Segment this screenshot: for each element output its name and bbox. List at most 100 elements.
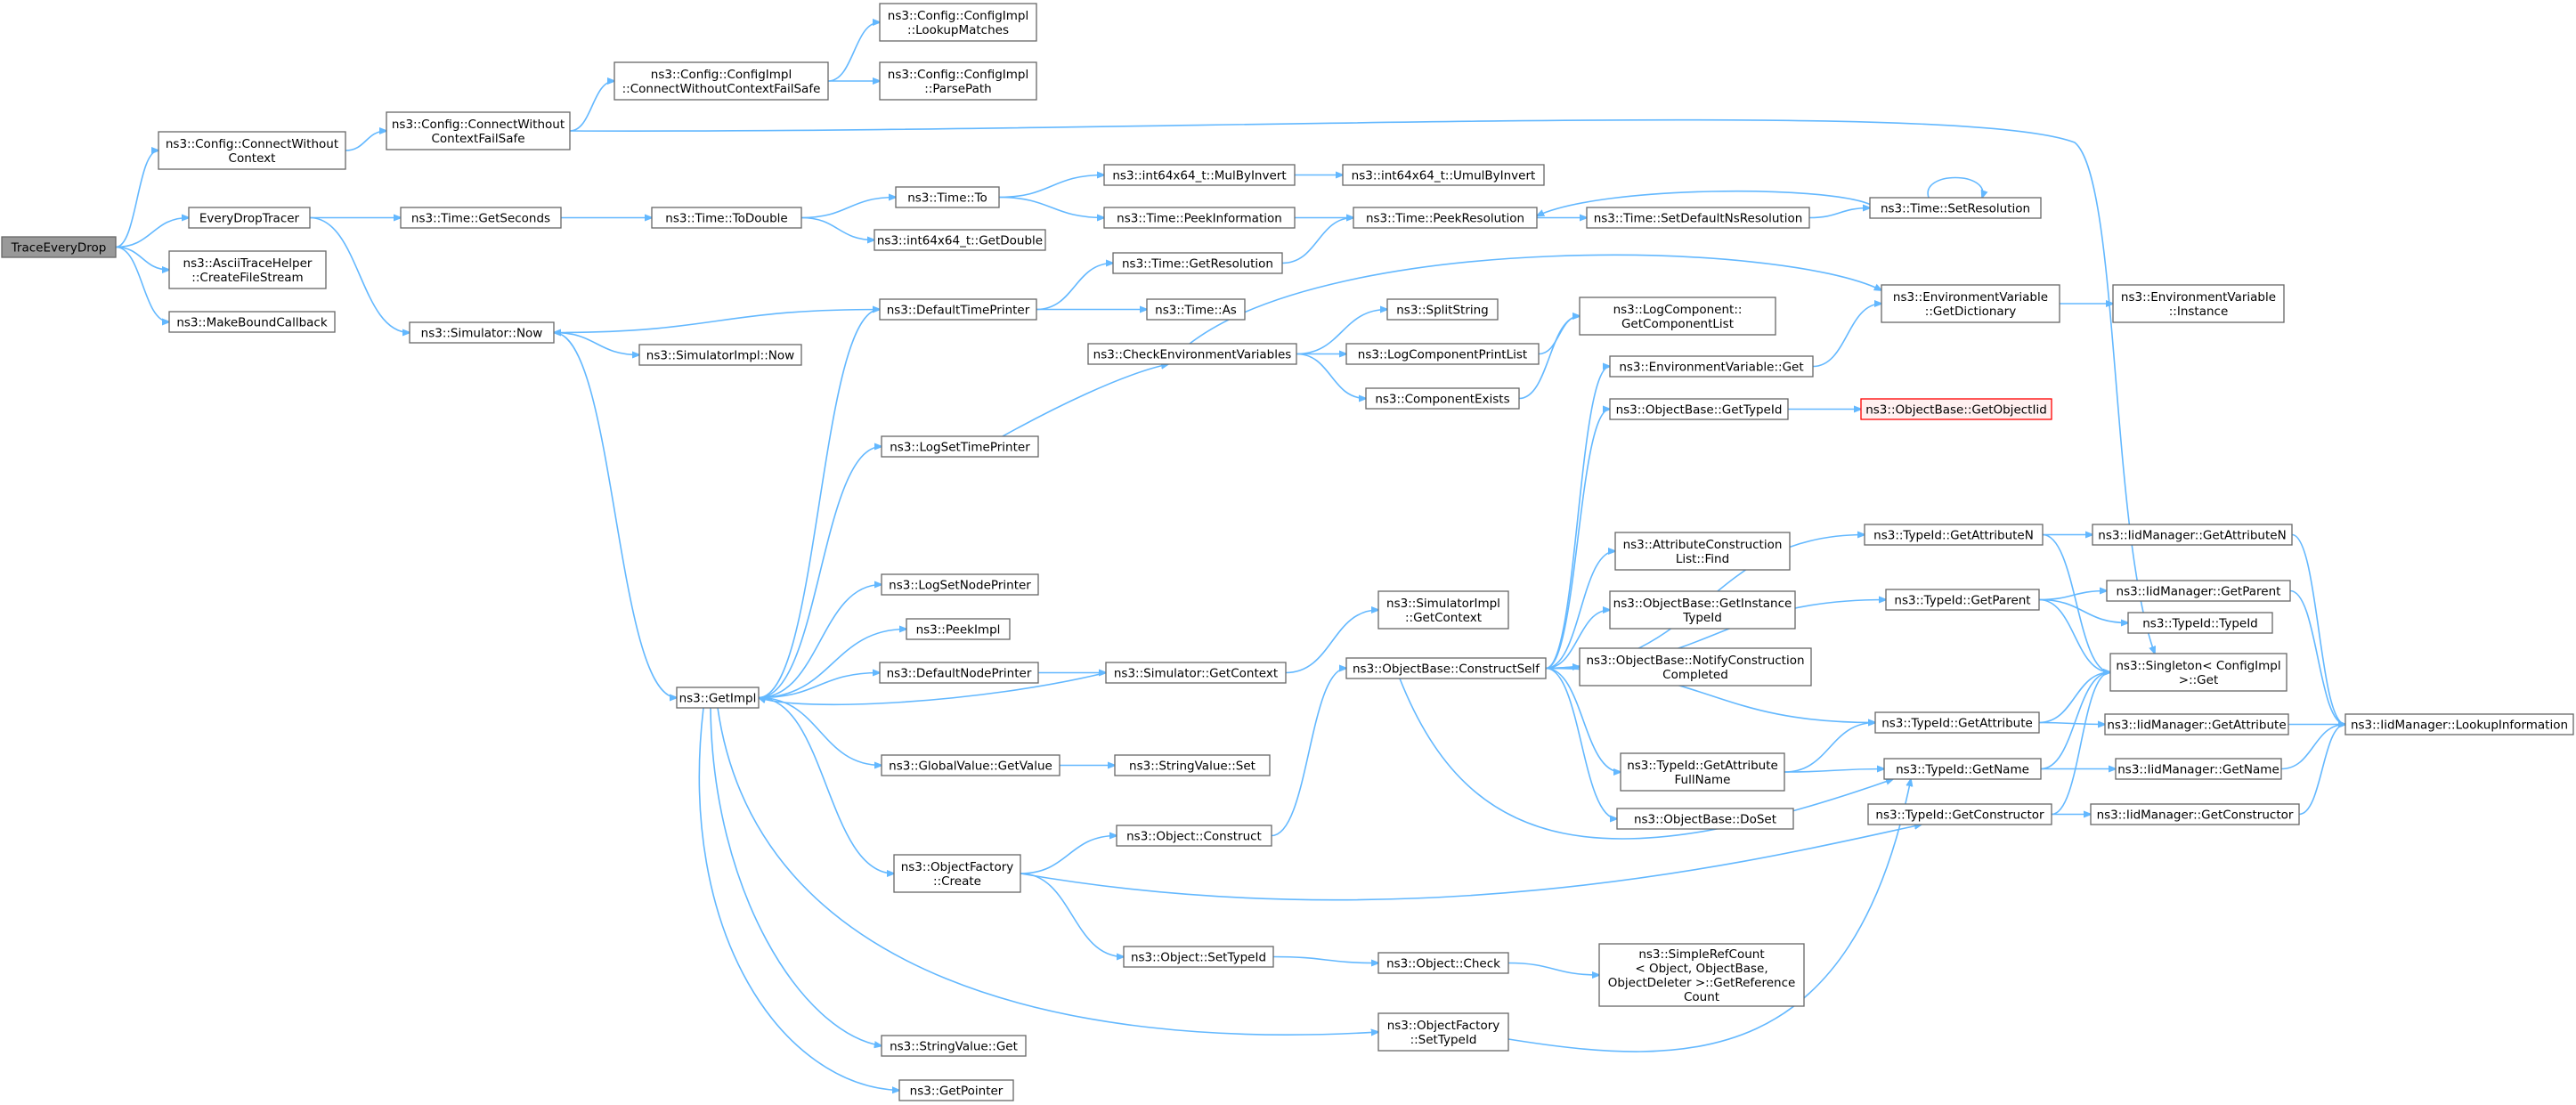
node-IidGetConstructor[interactable]: ns3::IidManager::GetConstructor [2090,803,2300,825]
node-box[interactable] [1116,825,1272,847]
node-EnvInstance[interactable]: ns3::EnvironmentVariable::Instance [2112,284,2285,323]
node-IidGetName[interactable]: ns3::IidManager::GetName [2115,758,2282,780]
node-ObjectFactorySetTypeId[interactable]: ns3::ObjectFactory::SetTypeId [1377,1012,1509,1052]
node-EveryDropTracer[interactable]: EveryDropTracer [188,207,311,229]
node-ParsePath[interactable]: ns3::Config::ConfigImpl::ParsePath [879,61,1037,101]
node-box[interactable] [1345,657,1547,679]
node-box[interactable] [1609,398,1789,420]
node-DefaultTimePrinter[interactable]: ns3::DefaultTimePrinter [879,298,1037,321]
node-box[interactable] [2115,758,2282,780]
node-box[interactable] [188,207,311,229]
node-SimulatorImplGetContext[interactable]: ns3::SimulatorImpl::GetContext [1377,590,1509,630]
node-box[interactable] [1377,590,1509,630]
node-box[interactable] [2090,803,2300,825]
node-TraceEveryDrop[interactable]: TraceEveryDrop [1,236,117,258]
node-ConnectWithoutContextFailSafe[interactable]: ns3::Config::ConnectWithoutContextFailSa… [386,111,571,150]
node-box[interactable] [1386,298,1499,321]
node-ToDouble[interactable]: ns3::Time::ToDouble [651,207,802,229]
node-box[interactable] [2112,284,2285,323]
node-box[interactable] [1105,662,1287,684]
node-ObjectCheck[interactable]: ns3::Object::Check [1377,952,1509,974]
node-StringValueGet[interactable]: ns3::StringValue::Get [881,1035,1027,1057]
node-LookupInformation[interactable]: ns3::IidManager::LookupInformation [2344,713,2574,735]
node-box[interactable] [879,61,1037,101]
node-box[interactable] [1586,207,1810,229]
node-StringValueSet[interactable]: ns3::StringValue::Set [1114,754,1271,776]
node-box[interactable] [1864,524,2044,546]
node-box[interactable] [879,662,1039,684]
node-SimulatorNow[interactable]: ns3::Simulator::Now [409,321,555,344]
node-box[interactable] [1103,164,1296,186]
node-GetObjectIid[interactable]: ns3::ObjectBase::GetObjectIid [1860,398,2052,420]
node-box[interactable] [1146,298,1246,321]
node-box[interactable] [2344,713,2574,735]
node-TypeIdTypeId[interactable]: ns3::TypeId::TypeId [2127,612,2273,634]
node-box[interactable] [158,131,346,170]
node-GetAttribute[interactable]: ns3::TypeId::GetAttribute [1874,711,2040,734]
node-box[interactable] [1579,647,1812,687]
node-box[interactable] [1103,207,1296,229]
node-IidGetAttributeN[interactable]: ns3::IidManager::GetAttributeN [2092,524,2293,546]
node-box[interactable] [400,207,562,229]
node-box[interactable] [1620,752,1785,792]
node-CreateFileStream[interactable]: ns3::AsciiTraceHelper::CreateFileStream [168,250,327,289]
node-LookupMatches[interactable]: ns3::Config::ConfigImpl::LookupMatches [879,3,1037,42]
node-IidGetParent[interactable]: ns3::IidManager::GetParent [2106,580,2291,602]
node-GlobalValueGetValue[interactable]: ns3::GlobalValue::GetValue [881,754,1060,776]
node-GetReferenceCount[interactable]: ns3::SimpleRefCount< Object, ObjectBase,… [1598,943,1805,1007]
node-box[interactable] [614,61,829,101]
node-GetComponentList[interactable]: ns3::LogComponent::GetComponentList [1579,297,1776,336]
node-NotifyConstructionCompleted[interactable]: ns3::ObjectBase::NotifyConstructionCompl… [1579,647,1812,687]
node-box[interactable] [1616,808,1794,830]
node-box[interactable] [1860,398,2052,420]
node-GetPointer[interactable]: ns3::GetPointer [898,1079,1014,1101]
node-box[interactable] [881,1035,1027,1057]
node-box[interactable] [1114,754,1271,776]
node-MakeBoundCallback[interactable]: ns3::MakeBoundCallback [168,311,336,333]
node-LogSetTimePrinter[interactable]: ns3::LogSetTimePrinter [881,435,1039,458]
node-box[interactable] [1579,297,1776,336]
node-box[interactable] [881,754,1060,776]
node-LogSetNodePrinter[interactable]: ns3::LogSetNodePrinter [881,573,1039,596]
node-box[interactable] [1123,946,1274,968]
node-GetName[interactable]: ns3::TypeId::GetName [1883,758,2042,780]
node-SplitString[interactable]: ns3::SplitString [1386,298,1499,321]
node-SimulatorImplNow[interactable]: ns3::SimulatorImpl::Now [638,344,802,366]
node-DoSet[interactable]: ns3::ObjectBase::DoSet [1616,808,1794,830]
node-box[interactable] [895,186,1000,208]
node-box[interactable] [874,229,1046,251]
node-ObjectFactoryCreate[interactable]: ns3::ObjectFactory::Create [893,854,1021,893]
node-box[interactable] [2109,653,2288,692]
node-GetSeconds[interactable]: ns3::Time::GetSeconds [400,207,562,229]
node-box[interactable] [676,687,760,709]
node-GetAttributeN[interactable]: ns3::TypeId::GetAttributeN [1864,524,2044,546]
node-box[interactable] [409,321,555,344]
node-box[interactable] [1609,590,1796,630]
node-box[interactable] [1377,952,1509,974]
node-EnvGetDictionary[interactable]: ns3::EnvironmentVariable::GetDictionary [1881,284,2060,323]
node-ImplConnectWithoutContextFailSafe[interactable]: ns3::Config::ConfigImpl::ConnectWithoutC… [614,61,829,101]
node-box[interactable] [1087,343,1297,365]
node-box[interactable] [168,250,327,289]
node-box[interactable] [168,311,336,333]
node-box[interactable] [1609,355,1814,378]
node-box[interactable] [1614,532,1791,571]
node-box[interactable] [1883,758,2042,780]
node-box[interactable] [881,573,1039,596]
node-box[interactable] [1598,943,1805,1007]
node-GetParent[interactable]: ns3::TypeId::GetParent [1885,589,2040,611]
node-box[interactable] [1345,343,1540,365]
node-UmulByInvert[interactable]: ns3::int64x64_t::UmulByInvert [1342,164,1545,186]
node-ObjectConstruct[interactable]: ns3::Object::Construct [1116,825,1272,847]
node-TimeAs[interactable]: ns3::Time::As [1146,298,1246,321]
node-GetTypeId[interactable]: ns3::ObjectBase::GetTypeId [1609,398,1789,420]
node-GetResolution[interactable]: ns3::Time::GetResolution [1112,252,1283,274]
node-box[interactable] [881,435,1039,458]
node-CheckEnvironmentVariables[interactable]: ns3::CheckEnvironmentVariables [1087,343,1297,365]
node-box[interactable] [898,1079,1014,1101]
node-box[interactable] [1874,711,2040,734]
node-ConstructSelf[interactable]: ns3::ObjectBase::ConstructSelf [1345,657,1547,679]
node-box[interactable] [2127,612,2273,634]
